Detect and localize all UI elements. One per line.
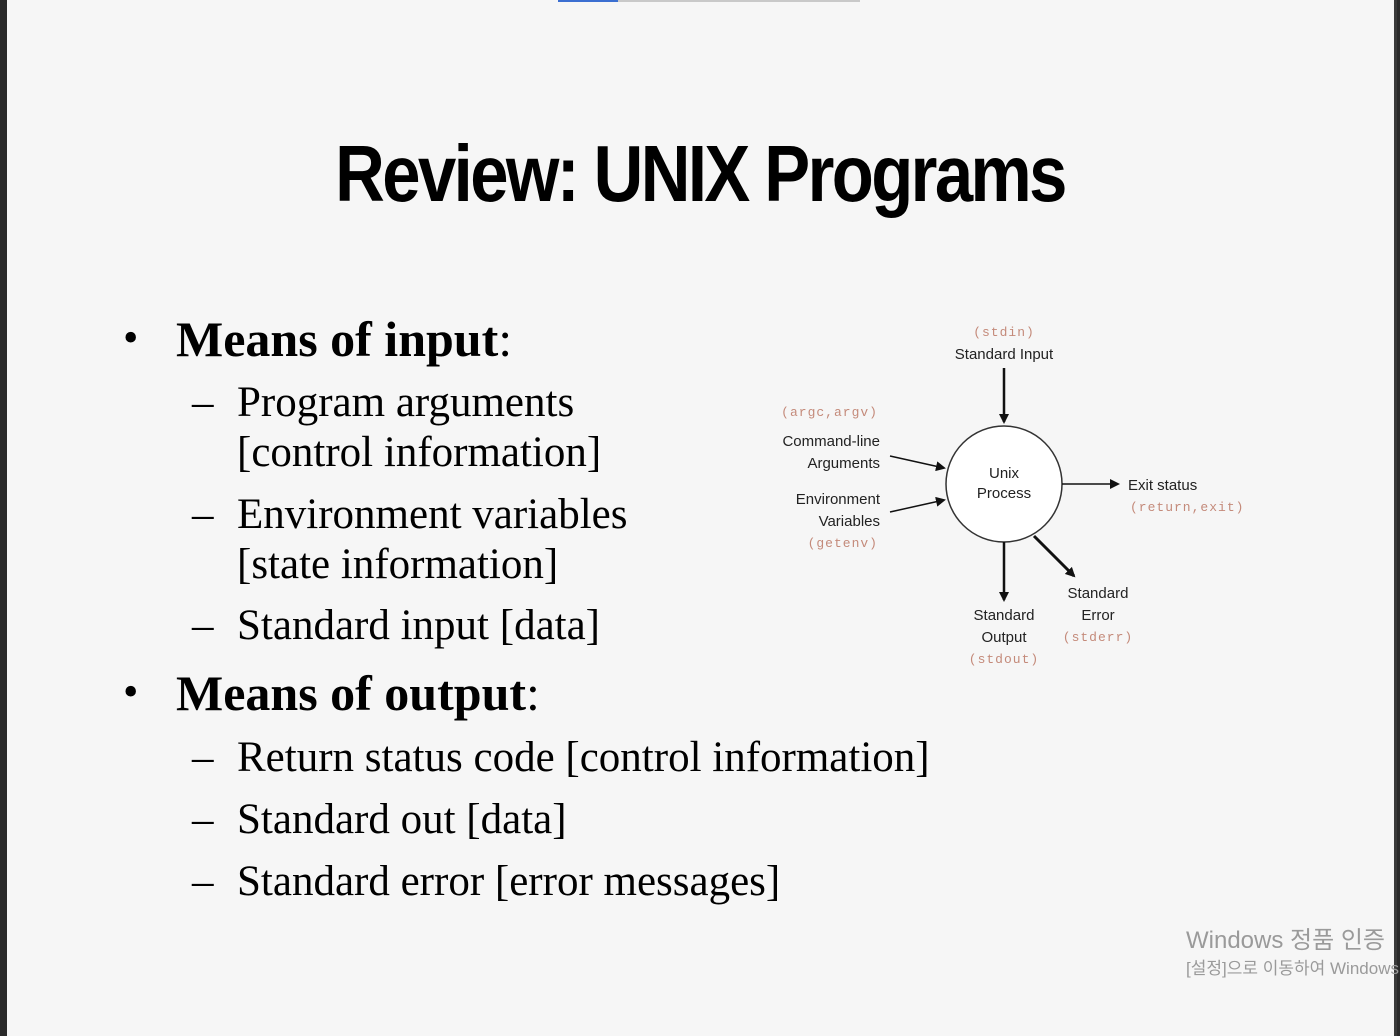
windows-activation-watermark: Windows 정품 인증 [설정]으로 이동하여 Windows bbox=[1186, 926, 1400, 982]
env-label-2: Variables bbox=[818, 513, 880, 530]
sub-line: Program arguments bbox=[237, 379, 575, 426]
watermark-line-2: [설정]으로 이동하여 Windows bbox=[1186, 959, 1399, 978]
top-progress-accent bbox=[558, 0, 618, 2]
process-label-2: Process bbox=[976, 485, 1032, 502]
args-label-1: Command-line bbox=[782, 433, 880, 450]
process-label-1: Unix bbox=[988, 465, 1019, 482]
bullet-colon: : bbox=[526, 665, 540, 721]
sub-dash: – bbox=[192, 858, 214, 905]
bullet-text: Means of output: bbox=[176, 664, 540, 722]
stderr-code: (stderr) bbox=[1062, 630, 1134, 645]
window-edge bbox=[1394, 0, 1397, 1036]
stdout-code: (stdout) bbox=[968, 652, 1040, 667]
bullet-dot: • bbox=[123, 313, 139, 362]
sub-dash: – bbox=[192, 379, 214, 426]
unix-process-diagram: Unix Process (stdin) Standard Input (arg… bbox=[760, 320, 1280, 680]
sub-line: Standard out [data] bbox=[237, 796, 567, 843]
sub-line: Environment variables bbox=[237, 491, 628, 538]
sub-dash: – bbox=[192, 796, 214, 843]
watermark-line-1: Windows 정품 인증 bbox=[1186, 927, 1386, 954]
bullet-text: Means of input: bbox=[176, 310, 512, 368]
args-code: (argc,argv) bbox=[781, 405, 878, 420]
top-progress-track bbox=[618, 0, 860, 2]
sub-dash: – bbox=[192, 602, 214, 649]
stdout-label-2: Output bbox=[981, 629, 1027, 646]
slide-title: Review: UNIX Programs bbox=[335, 129, 1067, 218]
stderr-label-1: Standard bbox=[1067, 585, 1129, 602]
bullet-heading: Means of input bbox=[176, 311, 499, 367]
env-label-1: Environment bbox=[795, 491, 880, 508]
sub-line: Standard error [error messages] bbox=[237, 858, 781, 905]
stdin-label: Standard Input bbox=[954, 346, 1054, 363]
sub-line: Standard input [data] bbox=[237, 602, 601, 649]
args-label-2: Arguments bbox=[807, 455, 880, 472]
bullet-colon: : bbox=[498, 311, 513, 367]
slide bbox=[7, 0, 1397, 1036]
sub-line: [state information] bbox=[237, 541, 559, 588]
args-arrow bbox=[889, 455, 946, 472]
diagram-graphics bbox=[889, 368, 1120, 602]
stderr-arrow bbox=[1032, 534, 1076, 578]
sub-line: Return status code [control information] bbox=[237, 734, 930, 781]
sub-dash: – bbox=[192, 734, 214, 781]
env-arrow bbox=[889, 496, 946, 513]
stderr-label-2: Error bbox=[1081, 607, 1115, 624]
env-code: (getenv) bbox=[807, 536, 878, 551]
bullet-heading: Means of output bbox=[176, 665, 527, 721]
stdin-code: (stdin) bbox=[973, 325, 1035, 340]
bullet-dot: • bbox=[123, 667, 139, 716]
exit-label: Exit status bbox=[1128, 477, 1198, 494]
sub-dash: – bbox=[192, 491, 214, 538]
stdout-label-1: Standard bbox=[973, 607, 1035, 624]
exit-code: (return,exit) bbox=[1130, 500, 1245, 515]
sub-line: [control information] bbox=[237, 429, 602, 476]
